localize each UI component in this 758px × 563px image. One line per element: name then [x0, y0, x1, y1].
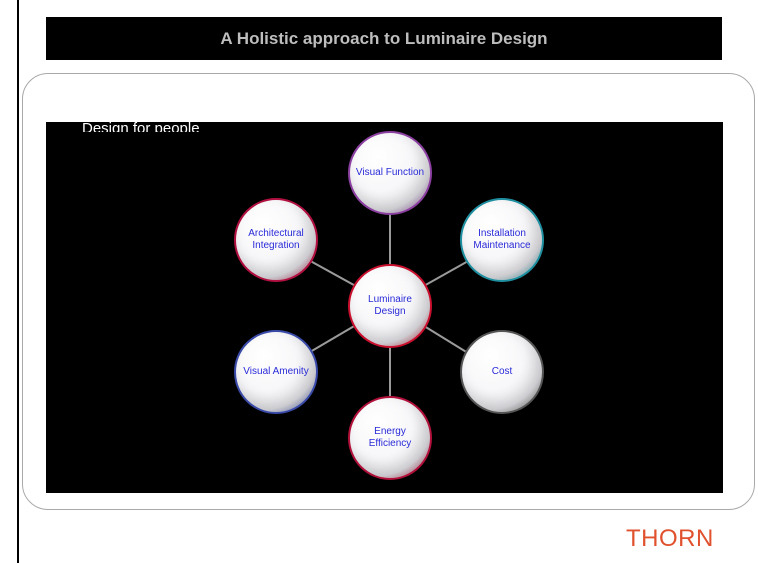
- node-visual-function: Visual Function: [348, 131, 432, 215]
- node-label: Installation Maintenance: [473, 228, 531, 251]
- node-architectural-integration: Architectural Integration: [234, 198, 318, 282]
- node-cost: Cost: [460, 330, 544, 414]
- node-label: Luminaire Design: [368, 294, 412, 317]
- node-visual-amenity: Visual Amenity: [234, 330, 318, 414]
- node-luminaire-design: Luminaire Design: [348, 264, 432, 348]
- node-label: Architectural Integration: [248, 228, 304, 251]
- node-installation-maintenance: Installation Maintenance: [460, 198, 544, 282]
- left-rule: [17, 0, 19, 563]
- node-energy-efficiency: Energy Efficiency: [348, 396, 432, 480]
- node-label: Cost: [491, 366, 513, 377]
- node-label: Energy Efficiency: [368, 426, 412, 449]
- node-label: Visual Function: [355, 167, 425, 178]
- node-label: Visual Amenity: [243, 366, 309, 377]
- subtitle-fragment: Design for people: [82, 122, 200, 132]
- slide-title: A Holistic approach to Luminaire Design: [220, 28, 548, 48]
- title-bar: A Holistic approach to Luminaire Design: [46, 17, 722, 60]
- thorn-logo: THORN: [626, 525, 714, 552]
- diagram-panel: Design for people Visual Function Instal…: [46, 122, 723, 493]
